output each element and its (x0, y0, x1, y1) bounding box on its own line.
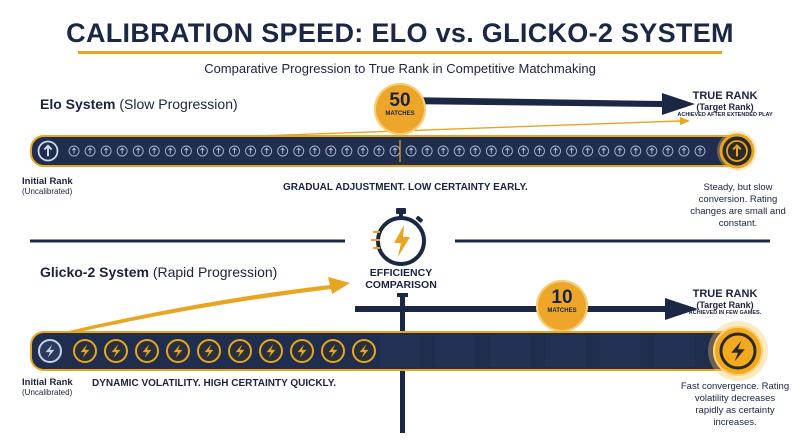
elo-step-icon (598, 145, 610, 157)
glicko-system-name: Glicko-2 System (40, 264, 149, 280)
glicko-progress-arrow (355, 298, 698, 320)
elo-system-heading: Elo System (Slow Progression) (40, 96, 238, 112)
elo-step-icon (437, 145, 449, 157)
elo-step-icon (293, 145, 305, 157)
elo-true-rank-label: TRUE RANK (Target Rank) ACHIEVED AFTER E… (665, 90, 785, 118)
page-title: CALIBRATION SPEED: ELO vs. GLICKO-2 SYST… (66, 18, 734, 48)
glicko-initial-title: Initial Rank (22, 377, 73, 388)
elo-step-icon (469, 145, 481, 157)
glicko-caption: DYNAMIC VOLATILITY. HIGH CERTAINTY QUICK… (92, 378, 337, 389)
elo-matches-badge: 50 MATCHES (374, 83, 426, 135)
elo-step-icon (196, 145, 208, 157)
elo-step-icon (357, 145, 369, 157)
elo-step-icon (213, 145, 224, 157)
glicko-system-desc: (Rapid Progression) (152, 264, 278, 280)
glicko-note: Fast convergence. Rating volatility decr… (680, 381, 790, 428)
glicko-step-icon (73, 339, 97, 363)
glicko-initial-marker (38, 339, 62, 363)
elo-step-icon (68, 145, 80, 157)
elo-matches-count: 50 (389, 90, 411, 111)
elo-initial-marker (37, 140, 59, 162)
elo-step-icon (116, 145, 128, 157)
elo-step-icon (614, 145, 626, 157)
elo-step-icon (325, 145, 337, 157)
glicko-step-icon (197, 339, 221, 363)
elo-step-icon (309, 145, 321, 157)
glicko-step-icon (352, 339, 376, 363)
elo-step-icon (261, 145, 273, 157)
elo-system-desc: (Slow Progression) (119, 96, 238, 112)
elo-true-rank-sub: (Target Rank) (696, 102, 754, 112)
elo-true-rank-note: ACHIEVED AFTER EXTENDED PLAY (677, 112, 773, 118)
glicko-step-icon (104, 339, 128, 363)
elo-step-icon (373, 145, 385, 157)
elo-step-icon (630, 145, 642, 157)
elo-step-icon (132, 145, 144, 157)
elo-step-icon (453, 145, 465, 157)
glicko-step-icon (321, 339, 345, 363)
efficiency-label-line1: EFFICIENCY (369, 267, 433, 279)
glicko-true-rank-marker (708, 321, 768, 381)
elo-step-icon (566, 145, 578, 157)
elo-initial-title: Initial Rank (22, 176, 73, 187)
elo-step-icon (678, 145, 690, 157)
glicko-initial-rank: Initial Rank (Uncalibrated) (22, 377, 73, 397)
elo-step-icon (277, 145, 289, 157)
elo-step-icon (341, 145, 353, 157)
elo-true-rank-marker (717, 131, 757, 171)
elo-step-icon (245, 145, 257, 157)
elo-system-name: Elo System (40, 96, 116, 112)
elo-step-icon (180, 145, 192, 157)
elo-progress-track (30, 135, 742, 167)
elo-step-icon (405, 145, 417, 157)
elo-initial-rank: Initial Rank (Uncalibrated) (22, 176, 73, 196)
glicko-true-rank-note: ACHIEVED IN FEW GAMES. (688, 310, 762, 316)
glicko-step-icon (228, 339, 252, 363)
glicko-gold-arrow (60, 277, 350, 336)
elo-step-icon (550, 145, 561, 157)
stopwatch-icon (371, 208, 426, 266)
glicko-true-rank-label: TRUE RANK (Target Rank) ACHIEVED IN FEW … (665, 288, 785, 316)
elo-step-icon (694, 145, 706, 157)
glicko-step-icon (290, 339, 314, 363)
title-underline (78, 51, 722, 54)
elo-step-icon (84, 145, 96, 157)
glicko-matches-badge: 10 MATCHES (536, 280, 588, 332)
elo-step-icon (164, 145, 176, 157)
elo-step-icon (662, 145, 674, 157)
glicko-initial-sub: (Uncalibrated) (22, 388, 73, 397)
elo-step-icon (534, 145, 545, 157)
elo-step-icon (421, 145, 433, 157)
glicko-step-icon (135, 339, 159, 363)
elo-note: Steady, but slow conversion. Rating chan… (690, 182, 786, 229)
glicko-step-icon (166, 339, 190, 363)
elo-step-icon (501, 145, 513, 157)
glicko-system-heading: Glicko-2 System (Rapid Progression) (40, 264, 277, 280)
glicko-matches-count: 10 (551, 287, 573, 308)
page-subtitle: Comparative Progression to True Rank in … (204, 61, 596, 76)
elo-true-rank-title: TRUE RANK (692, 90, 758, 102)
glicko-true-rank-title: TRUE RANK (692, 288, 758, 300)
elo-step-icon (100, 145, 112, 157)
glicko-matches-label: MATCHES (547, 308, 577, 314)
elo-step-icon (148, 145, 160, 157)
efficiency-comparison-label: EFFICIENCY COMPARISON (355, 267, 447, 291)
elo-progress-arrow (400, 93, 695, 115)
elo-caption: GRADUAL ADJUSTMENT. LOW CERTAINTY EARLY. (283, 182, 528, 193)
elo-step-icon (229, 145, 240, 157)
glicko-step-icon (259, 339, 283, 363)
elo-step-icon (582, 145, 594, 157)
elo-matches-label: MATCHES (385, 111, 415, 117)
elo-initial-sub: (Uncalibrated) (22, 187, 73, 196)
elo-step-icon (485, 145, 497, 157)
elo-step-icon (517, 145, 529, 157)
glicko-true-rank-sub: (Target Rank) (696, 300, 754, 310)
elo-step-icon (646, 145, 658, 157)
efficiency-label-line2: COMPARISON (365, 279, 437, 291)
